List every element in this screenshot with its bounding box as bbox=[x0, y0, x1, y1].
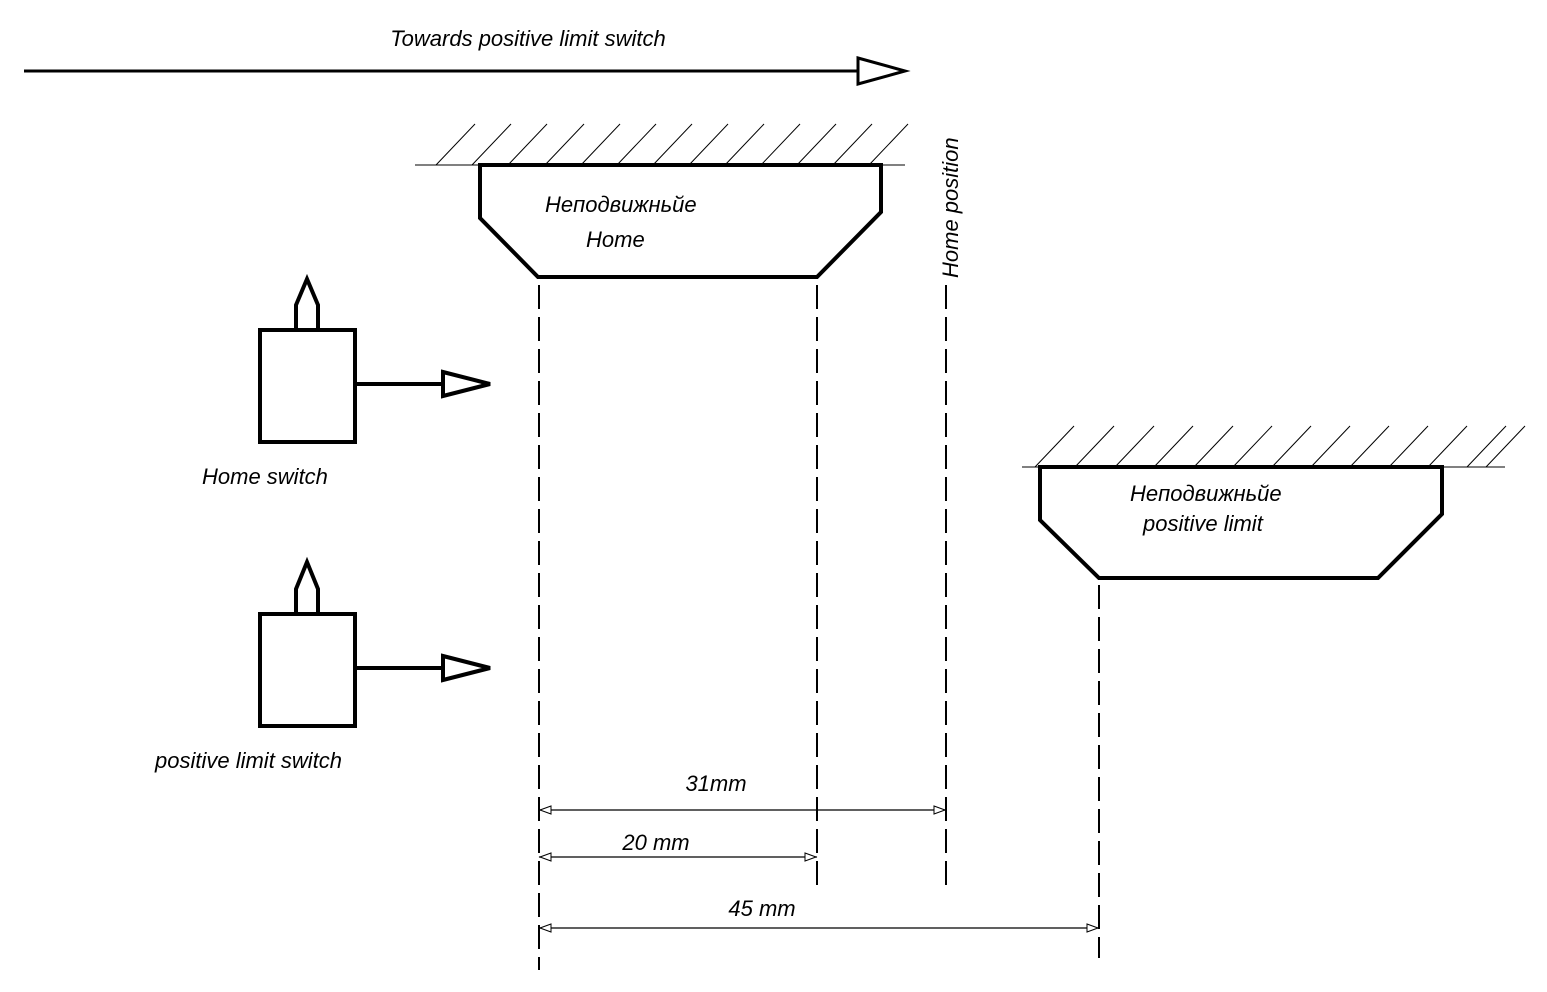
home-fixed-stop bbox=[415, 123, 909, 279]
limit-stop-label-line2: positive limit bbox=[1142, 511, 1264, 536]
home-switch-label: Home switch bbox=[202, 464, 328, 489]
limit-stop-label-line1: Неподвижньйе bbox=[1130, 481, 1282, 506]
home-stop-hatching bbox=[415, 123, 909, 166]
dimension-45mm bbox=[538, 923, 1100, 933]
limit-switch-icon bbox=[258, 556, 491, 728]
home-position-label: Home position bbox=[938, 137, 963, 278]
dimension-label-45mm: 45 mm bbox=[728, 896, 795, 921]
dimension-31mm bbox=[538, 805, 947, 815]
home-stop-label-line2: Home bbox=[586, 227, 645, 252]
limit-switch-label: positive limit switch bbox=[154, 748, 342, 773]
home-switch-arrow-head bbox=[441, 369, 491, 399]
direction-arrow-head bbox=[856, 56, 911, 86]
limit-stop-hatching bbox=[1022, 425, 1526, 468]
home-stop-body bbox=[478, 163, 883, 279]
home-switch-body bbox=[258, 328, 357, 444]
limit-stop-body bbox=[1038, 465, 1444, 580]
limit-switch-body bbox=[258, 612, 357, 728]
home-stop-label-line1: Неподвижньйе bbox=[545, 192, 697, 217]
direction-label: Towards positive limit switch bbox=[390, 26, 666, 51]
home-switch-icon bbox=[258, 273, 491, 444]
dimension-label-31mm: 31mm bbox=[685, 771, 746, 796]
dimension-label-20mm: 20 mm bbox=[621, 830, 689, 855]
limit-fixed-stop bbox=[1022, 425, 1526, 580]
direction-arrow bbox=[24, 56, 911, 86]
limit-switch-arrow-head bbox=[441, 653, 491, 683]
dimension-20mm bbox=[538, 852, 818, 862]
